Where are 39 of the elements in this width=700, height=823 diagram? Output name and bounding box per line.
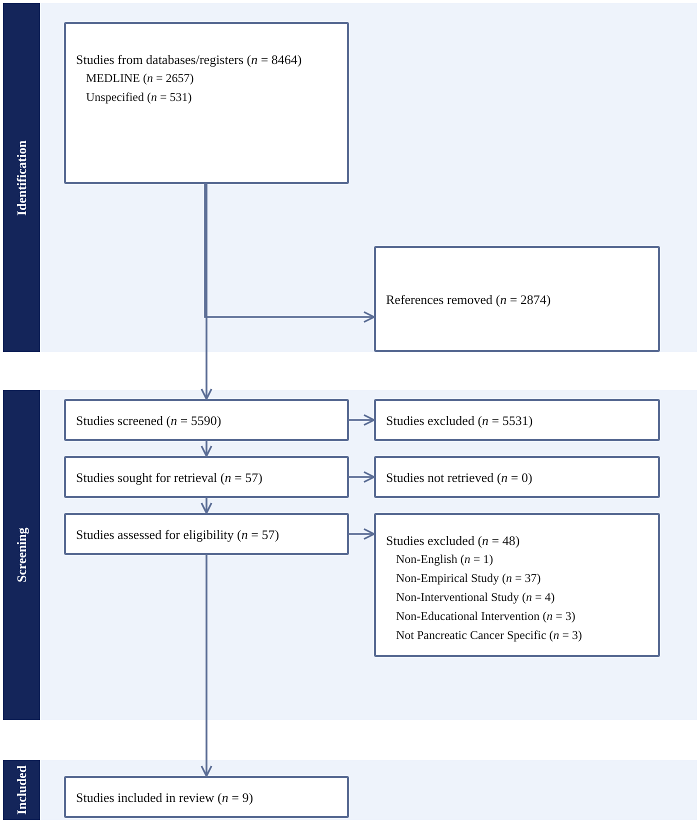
box-heading: Studies excluded (n = 5531) [386, 412, 534, 430]
phase-label: Included [14, 765, 30, 815]
process-box [64, 513, 349, 555]
process-box [64, 399, 349, 441]
arrow [349, 528, 375, 540]
arrow [200, 441, 212, 457]
process-box [374, 246, 660, 352]
list-item: Non-Interventional Study (n = 4) [395, 589, 556, 606]
list-item: Non-English (n = 1) [395, 551, 494, 568]
box-heading: Studies included in review (n = 9) [76, 788, 254, 806]
process-box [374, 399, 660, 441]
phase-band [3, 3, 697, 352]
arrow [204, 184, 375, 323]
list-item: Not Pancreatic Cancer Specific (n = 3) [395, 627, 584, 644]
list-item: Non-Educational Intervention (n = 3) [395, 608, 576, 625]
arrow [349, 414, 375, 426]
process-box [374, 456, 660, 498]
phase-band [3, 760, 697, 820]
list-item: MEDLINE (n = 2657) [85, 70, 195, 87]
phase-label: Identification [14, 140, 30, 216]
phase-label: Screening [14, 528, 30, 582]
list-item: Unspecified (n = 531) [85, 89, 193, 106]
arrow [200, 184, 212, 400]
arrow [200, 555, 212, 777]
process-box [64, 776, 349, 818]
box-heading: Studies not retrieved (n = 0) [386, 468, 534, 486]
phase-band [3, 390, 697, 720]
arrow [349, 471, 375, 483]
box-heading: References removed (n = 2874) [386, 290, 552, 308]
box-heading: Studies from databases/registers (n = 8464) [76, 51, 303, 69]
box-heading: Studies sought for retrieval (n = 57) [76, 468, 264, 486]
list-item: Non-Empirical Study (n = 37) [395, 570, 542, 587]
process-box [64, 456, 349, 498]
arrow [200, 498, 212, 514]
box-heading: Studies excluded (n = 48) [386, 532, 521, 550]
box-heading: Studies assessed for eligibility (n = 57) [76, 526, 280, 544]
box-heading: Studies screened (n = 5590) [76, 412, 222, 430]
process-box [64, 22, 349, 184]
process-box [374, 513, 660, 657]
